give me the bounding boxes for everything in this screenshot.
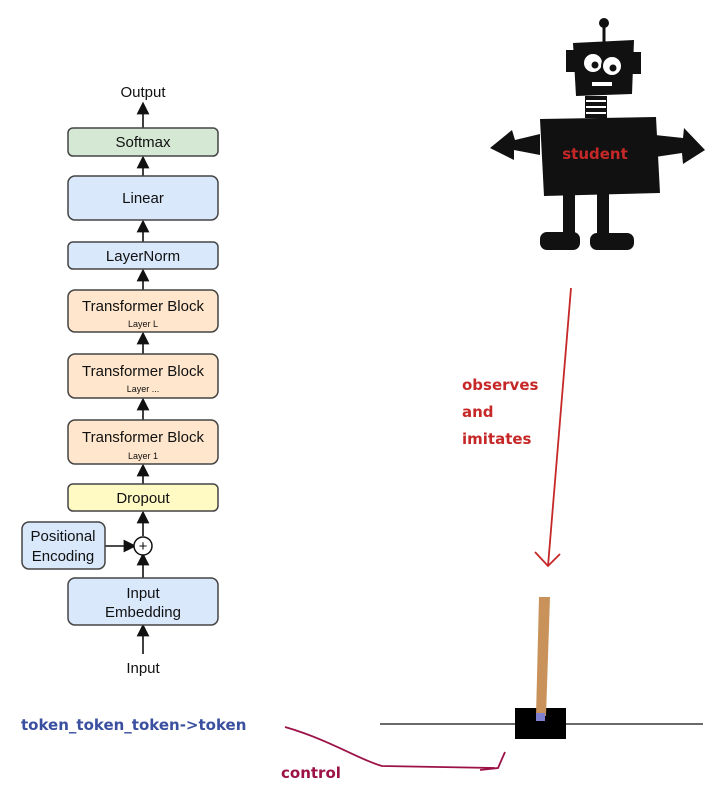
robot-leg-right — [597, 194, 609, 236]
add-operator-circle — [133, 536, 153, 556]
robot-neck — [585, 96, 607, 118]
transformer-diagram: Output Softmax Linear LayerNorm Transfor… — [21, 84, 219, 677]
linear-box — [67, 175, 219, 221]
observes-text-line3: imitates — [462, 430, 532, 448]
robot-foot-right — [590, 233, 634, 250]
softmax-box — [67, 127, 219, 157]
transformer-block-mid — [67, 353, 219, 399]
token-sequence-label: token_token_token->token — [21, 716, 246, 734]
input-embedding-box — [67, 577, 219, 626]
control-arrow-shaft — [284, 726, 496, 769]
transformer-block-l-title: Transformer Block — [82, 298, 204, 315]
dropout-box — [67, 483, 219, 512]
transformer-block-1-sub: Layer 1 — [128, 451, 158, 461]
positional-encoding-line2: Encoding — [32, 548, 95, 565]
input-embedding-line1: Input — [126, 585, 160, 602]
output-label: Output — [120, 84, 166, 101]
positional-encoding-line1: Positional — [30, 528, 95, 545]
observes-text-line1: observes — [462, 376, 538, 394]
positional-encoding-box — [21, 521, 106, 570]
add-operator-symbol: + — [139, 538, 148, 555]
observe-arrow-head — [534, 551, 561, 568]
transformer-block-1 — [67, 419, 219, 465]
cartpole-environment — [380, 597, 703, 739]
softmax-label: Softmax — [115, 134, 171, 151]
dropout-label: Dropout — [116, 490, 170, 507]
robot-leg-left — [563, 194, 575, 236]
transformer-block-l — [67, 289, 219, 333]
robot-torso — [540, 117, 660, 196]
control-label: control — [281, 764, 341, 782]
flow-arrows — [105, 101, 150, 654]
cartpole-axle — [536, 713, 545, 721]
observes-text-line2: and — [462, 403, 494, 421]
input-embedding-line2: Embedding — [105, 604, 181, 621]
control-arrow-head — [479, 751, 506, 771]
layernorm-box — [67, 241, 219, 270]
control-arrow — [284, 726, 506, 771]
robot-student-label: student — [562, 145, 628, 163]
robot-student-illustration: student — [490, 18, 705, 250]
transformer-block-1-title: Transformer Block — [82, 429, 204, 446]
layernorm-label: LayerNorm — [106, 248, 180, 265]
linear-label: Linear — [122, 190, 164, 207]
observe-arrow-shaft — [547, 287, 572, 567]
robot-pupil-right — [609, 64, 617, 72]
robot-mouth — [592, 82, 612, 86]
robot-pupil-left — [591, 61, 599, 69]
robot-antenna-tip — [599, 18, 609, 28]
cartpole-pole — [536, 597, 550, 716]
robot-arm-right — [655, 128, 705, 164]
transformer-block-mid-sub: Layer ... — [127, 384, 160, 394]
transformer-block-mid-title: Transformer Block — [82, 363, 204, 380]
transformer-block-l-sub: Layer L — [128, 319, 158, 329]
input-label: Input — [126, 660, 160, 677]
robot-arm-left — [490, 130, 540, 160]
observe-arrow — [534, 287, 572, 568]
robot-foot-left — [540, 232, 580, 250]
